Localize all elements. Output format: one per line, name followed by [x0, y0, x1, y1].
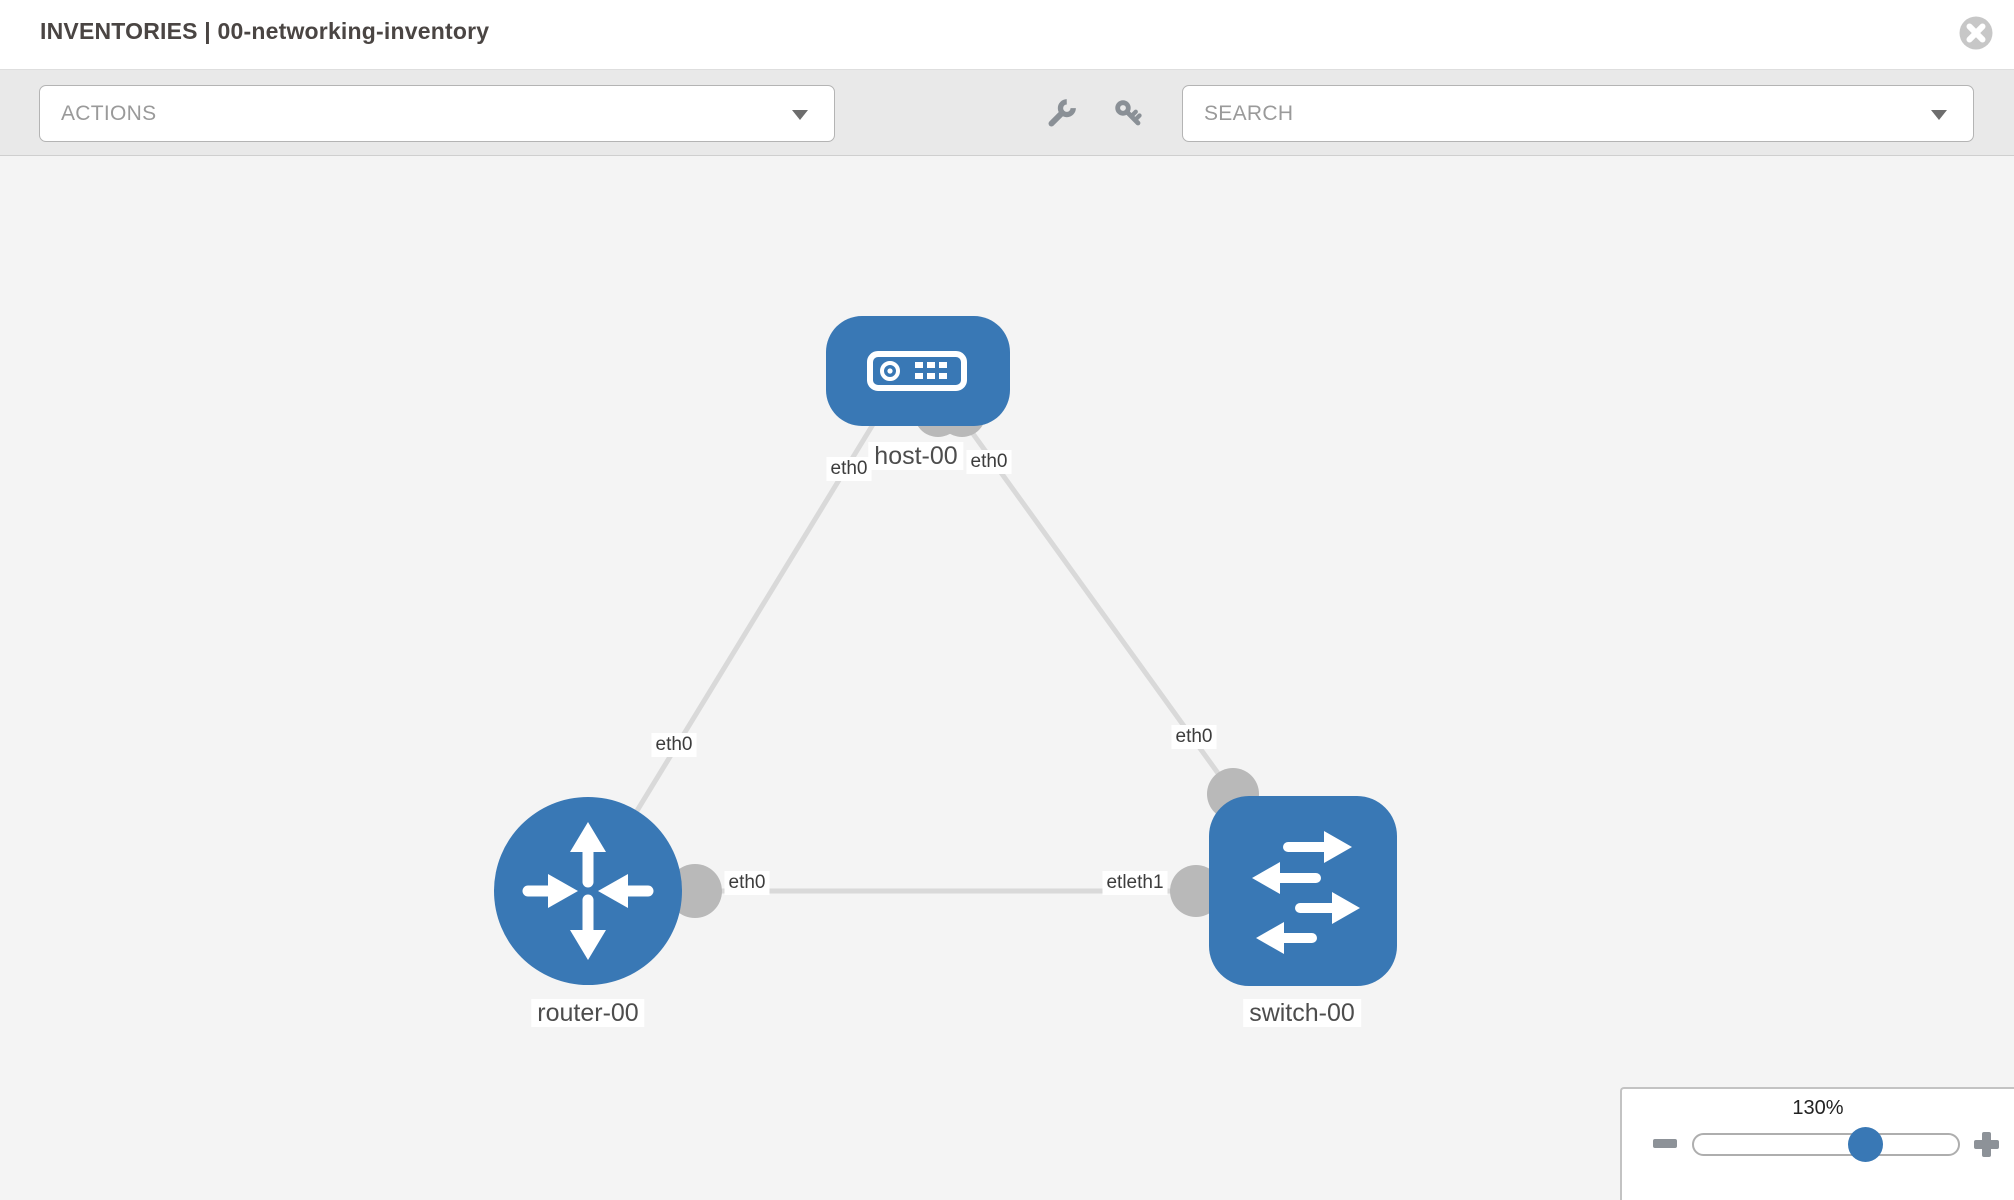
switch-00-label: switch-00	[1243, 999, 1361, 1027]
interface-label: eth0	[724, 871, 770, 895]
link-router-host	[585, 406, 886, 893]
search-dropdown-label: SEARCH	[1204, 102, 1294, 125]
interface-label: eth0	[966, 450, 1012, 474]
interface-label: eth0	[651, 733, 697, 757]
node-switch-00[interactable]	[1209, 796, 1397, 986]
toolbar: ACTIONS SEARCH	[0, 70, 2014, 156]
search-dropdown[interactable]: SEARCH	[1182, 85, 1974, 142]
topology-canvas[interactable]	[0, 156, 2014, 1200]
zoom-level-label: 130%	[1792, 1097, 1844, 1119]
credentials-button[interactable]	[1112, 97, 1146, 131]
page-title: INVENTORIES | 00-networking-inventory	[40, 18, 490, 44]
interface-label: eth0	[1171, 725, 1217, 749]
configure-button[interactable]	[1044, 97, 1078, 131]
zoom-panel: 130%	[1620, 1087, 2014, 1200]
zoom-slider[interactable]	[1692, 1127, 1960, 1162]
interface-label: etleth1	[1102, 871, 1168, 895]
host-00-label: host-00	[868, 442, 964, 470]
header: INVENTORIES | 00-networking-inventory	[0, 0, 2014, 70]
router-00-label: router-00	[531, 999, 645, 1027]
actions-dropdown-label: ACTIONS	[61, 102, 157, 125]
zoom-out-button[interactable]	[1653, 1139, 1677, 1148]
switch-icon	[1252, 831, 1360, 954]
close-button[interactable]	[1956, 13, 1996, 53]
chevron-down-icon	[1931, 110, 1947, 120]
zoom-in-button[interactable]	[1974, 1132, 1999, 1157]
node-host-00[interactable]	[826, 316, 1010, 426]
host-icon	[867, 351, 967, 391]
interface-label: eth0	[826, 457, 872, 481]
zoom-slider-thumb[interactable]	[1848, 1127, 1883, 1162]
actions-dropdown[interactable]: ACTIONS	[39, 85, 835, 142]
node-router-00[interactable]	[494, 797, 682, 985]
interface-connector	[668, 864, 722, 918]
router-icon	[522, 822, 654, 960]
close-icon	[1959, 16, 1993, 50]
chevron-down-icon	[792, 110, 808, 120]
wrench-icon	[1048, 99, 1076, 127]
key-icon	[1115, 100, 1142, 126]
